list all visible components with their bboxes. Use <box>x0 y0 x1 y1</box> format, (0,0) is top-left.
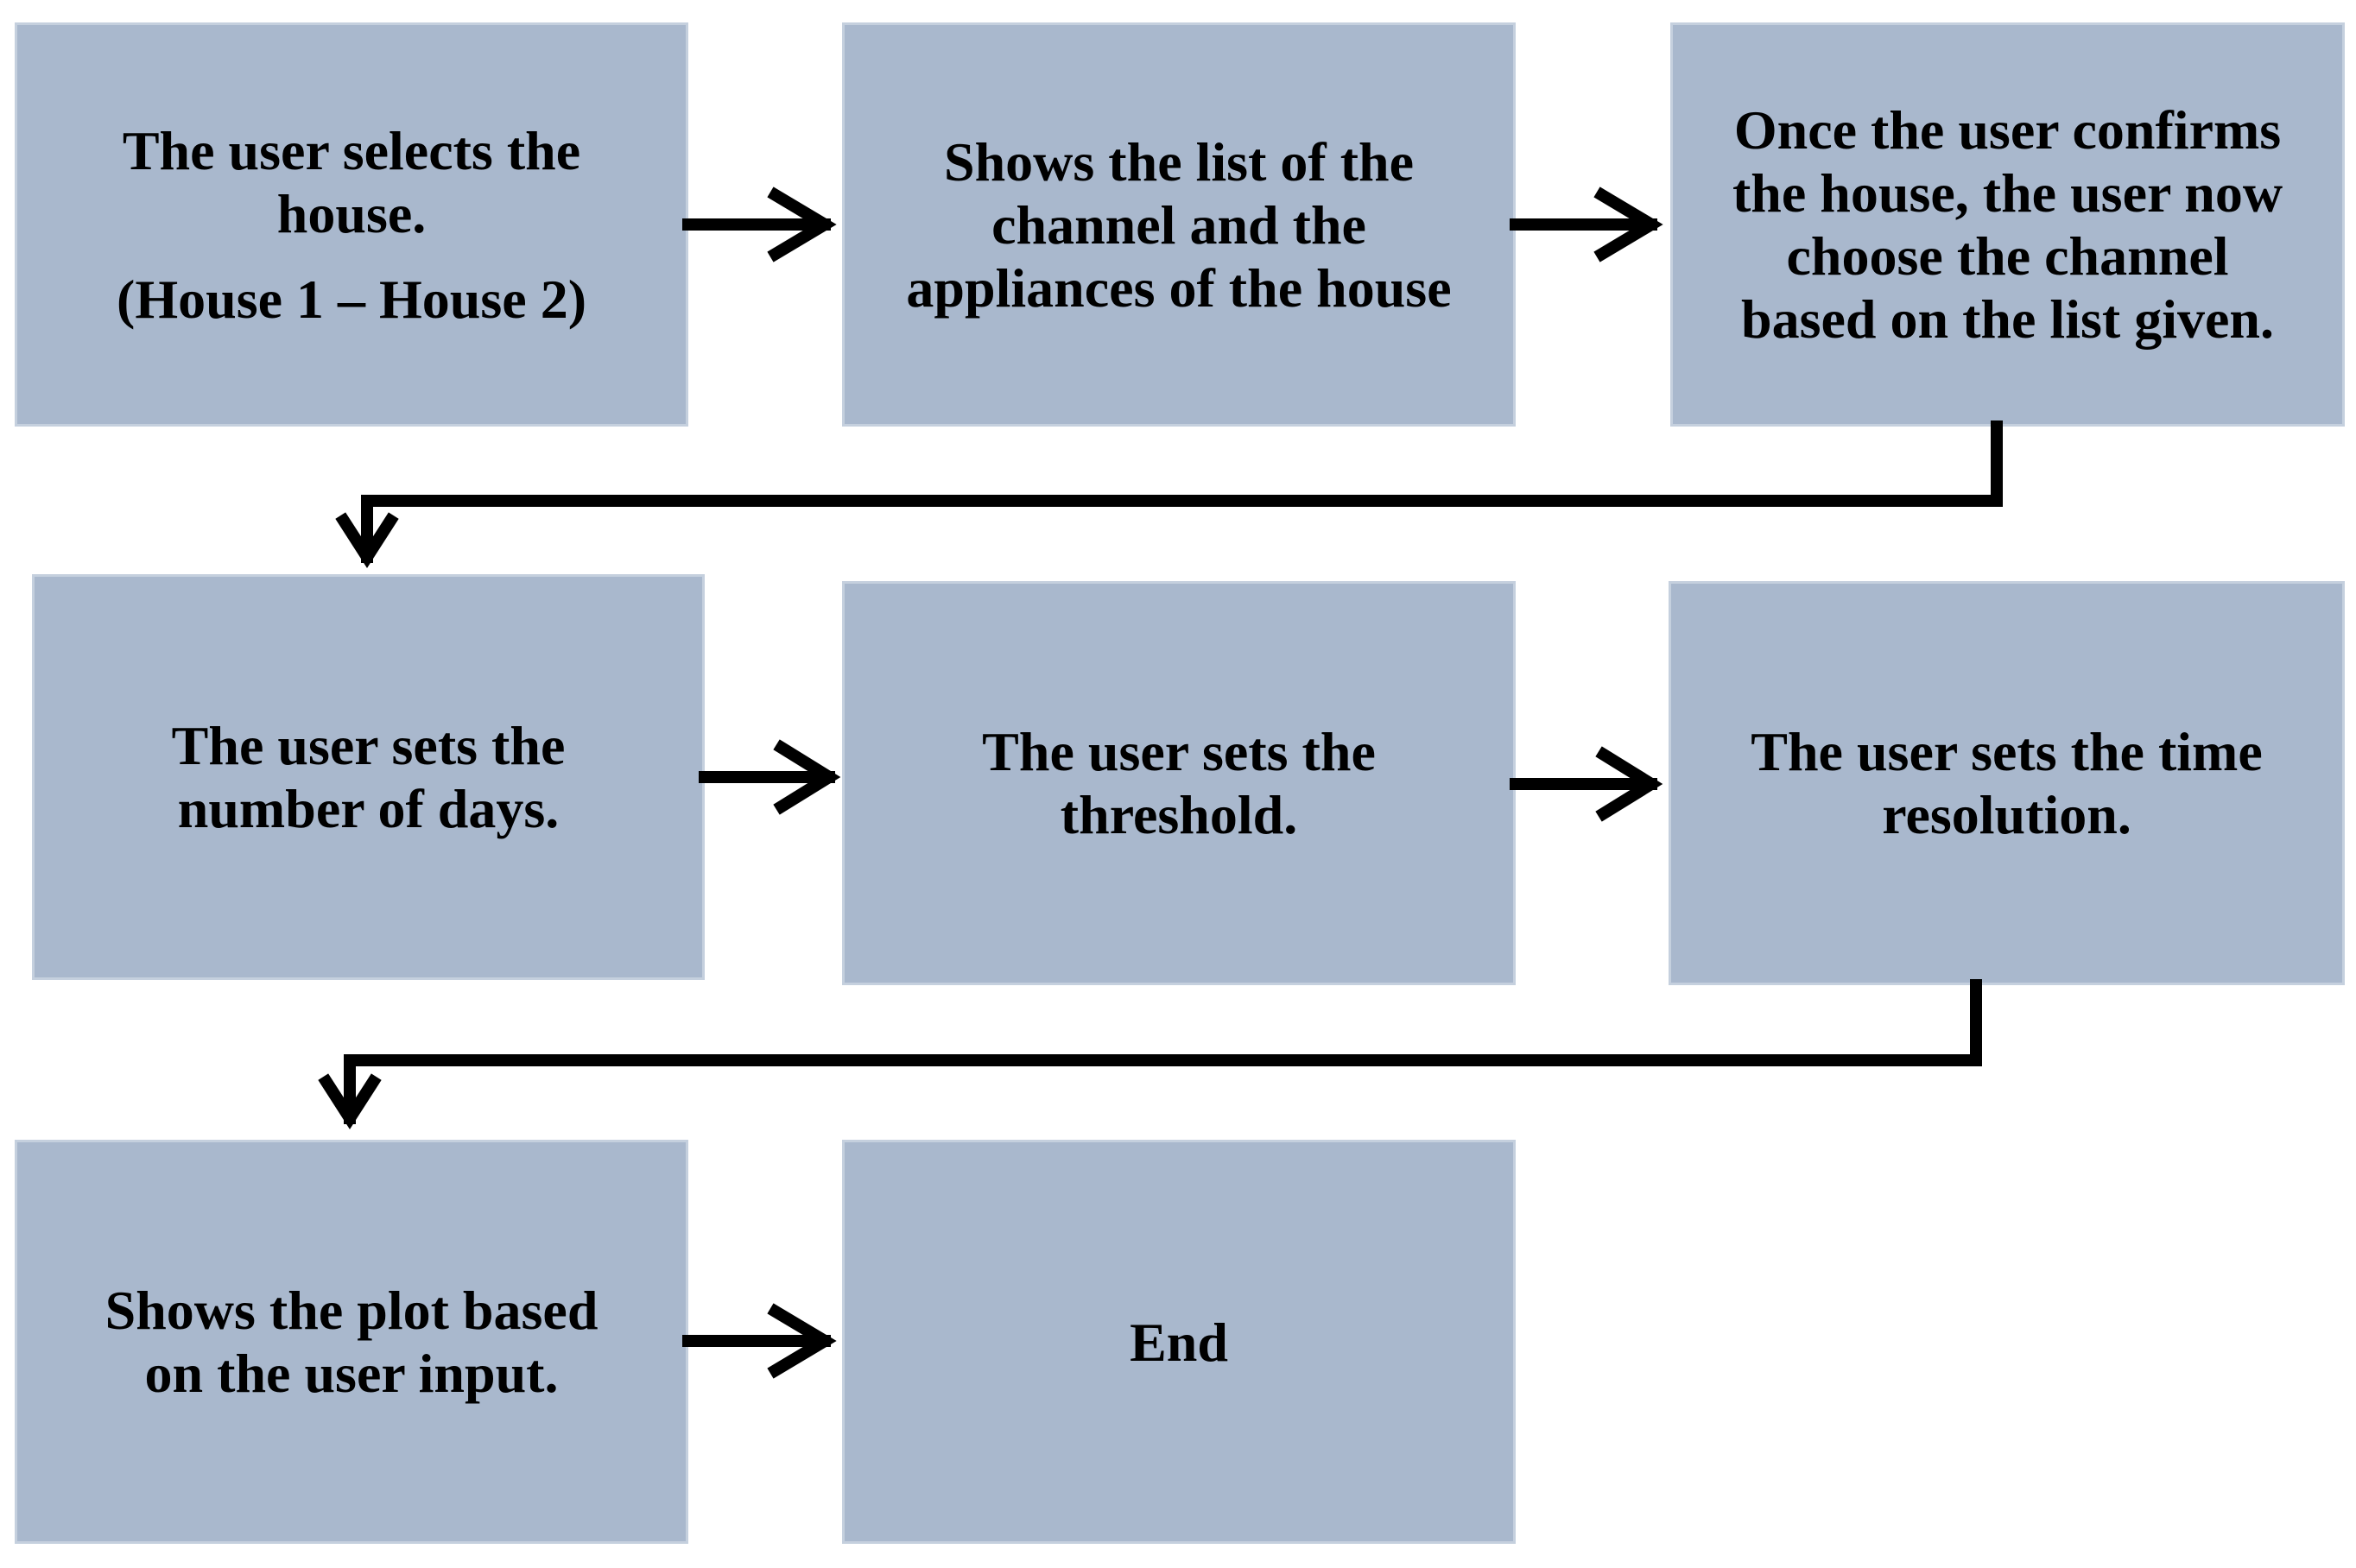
step-text-line: house. <box>276 182 427 244</box>
step-subtext: (House 1 – House 2) <box>117 268 586 330</box>
arrow-right-icon <box>682 1303 837 1379</box>
step-text-line: resolution. <box>1882 784 2131 845</box>
step-text-line: Once the user confirms <box>1733 99 2282 161</box>
step-text-line: Shows the plot based <box>104 1280 598 1341</box>
step-set-days: The user sets the number of days. <box>32 574 705 980</box>
step-text-line: the house, the user now <box>1732 162 2283 224</box>
step-text-line: based on the list given. <box>1741 288 2274 350</box>
elbow-arrow-down-icon <box>318 979 1982 1129</box>
step-text-line: The user sets the <box>982 721 1376 782</box>
elbow-arrow-down-icon <box>335 420 2003 568</box>
step-text-line: on the user input. <box>144 1343 559 1404</box>
step-text-line: Shows the list of the <box>943 130 1415 193</box>
step-text-line: appliances of the house <box>906 256 1452 319</box>
step-set-threshold: The user sets the threshold. <box>842 581 1516 985</box>
arrow-right-icon <box>1510 746 1663 822</box>
step-text-line: The user selects the <box>122 119 581 181</box>
step-text-line: End <box>1130 1311 1228 1373</box>
step-end: End <box>842 1140 1516 1544</box>
step-show-plot: Shows the plot based on the user input. <box>15 1140 688 1544</box>
step-text-line: number of days. <box>177 778 560 839</box>
arrow-right-icon <box>699 739 841 815</box>
step-text-line: choose the channel <box>1786 225 2229 287</box>
step-text-line: threshold. <box>1060 784 1298 845</box>
step-text-line: The user sets the <box>171 715 566 776</box>
step-show-channel-list: Shows the list of the channel and the ap… <box>842 22 1516 427</box>
step-set-time-resolution: The user sets the time resolution. <box>1669 581 2345 985</box>
step-text-line: The user sets the time <box>1751 721 2263 782</box>
step-select-house: The user selects the house. (House 1 – H… <box>15 22 688 427</box>
arrow-right-icon <box>682 187 837 262</box>
arrow-right-icon <box>1510 187 1663 262</box>
step-text-line: channel and the <box>991 193 1366 256</box>
step-choose-channel: Once the user confirms the house, the us… <box>1670 22 2345 427</box>
